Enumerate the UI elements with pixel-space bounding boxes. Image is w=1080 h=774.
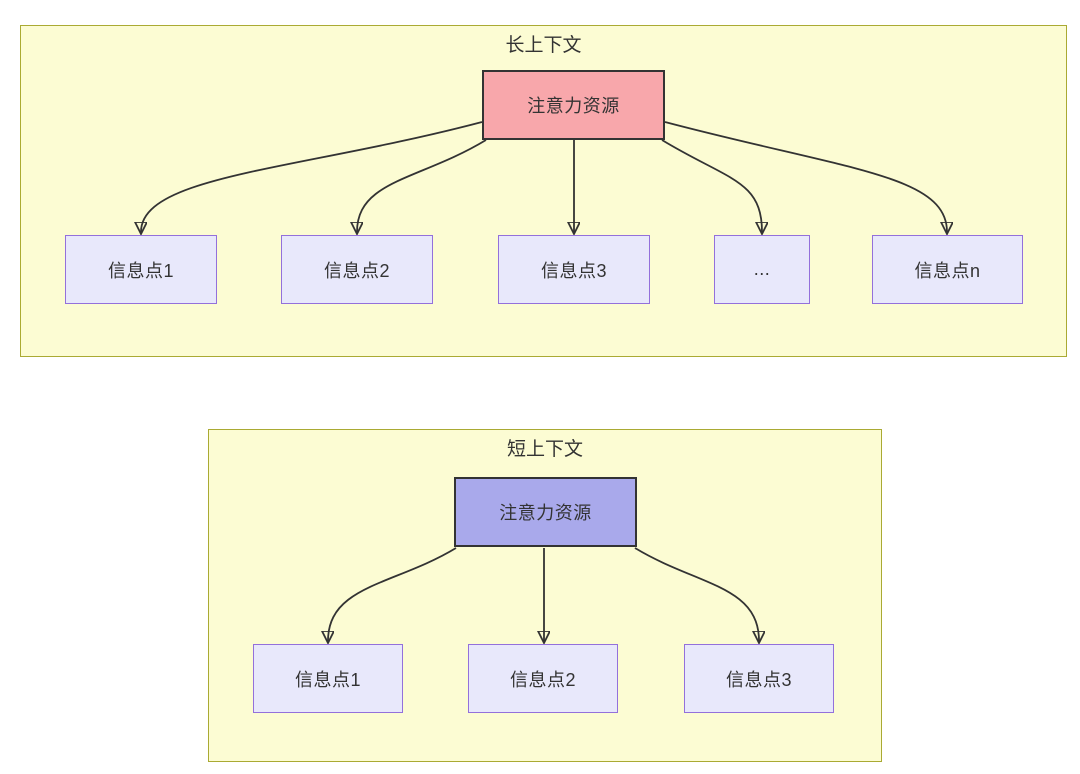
- short-context-title: 短上下文: [506, 439, 583, 460]
- info-point-node-long-2: 信息点2: [281, 235, 433, 304]
- info-point-node-long-n: 信息点n: [872, 235, 1023, 304]
- info-point-node-long-3: 信息点3: [498, 235, 650, 304]
- info-point-node-short-3: 信息点3: [684, 644, 834, 713]
- long-context-title: 长上下文: [505, 35, 582, 56]
- info-point-node-long-1: 信息点1: [65, 235, 217, 304]
- attention-resources-node-short: 注意力资源: [454, 477, 637, 547]
- attention-resources-node-long: 注意力资源: [482, 70, 665, 140]
- info-point-node-long-dots: ...: [714, 235, 810, 304]
- info-point-node-short-2: 信息点2: [468, 644, 618, 713]
- info-point-node-short-1: 信息点1: [253, 644, 403, 713]
